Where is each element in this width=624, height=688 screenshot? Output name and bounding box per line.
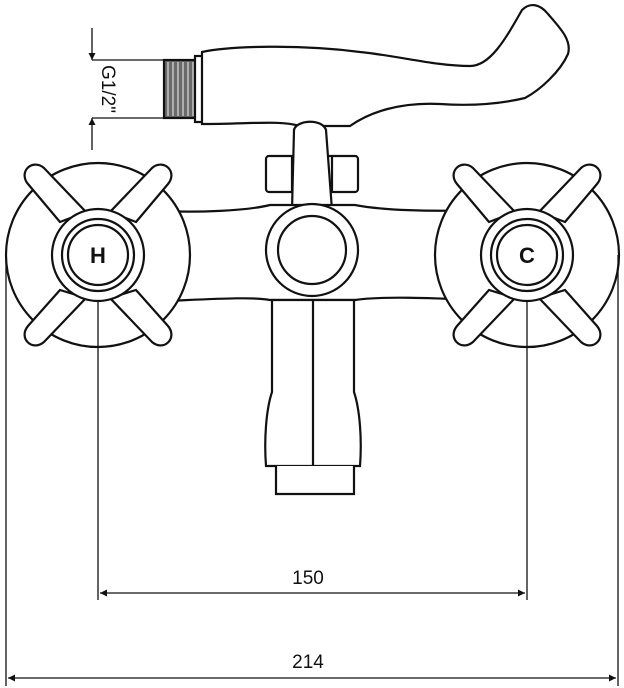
extension-lines — [5, 255, 619, 686]
shower-outlet — [162, 4, 570, 128]
cold-handle-cross — [452, 163, 602, 347]
thread-dimension — [88, 28, 166, 150]
cold-cap — [495, 223, 559, 287]
overall-width-label: 214 — [292, 652, 324, 673]
thread-size-label: G1/2" — [97, 65, 118, 113]
hot-handle-cross — [23, 163, 173, 347]
hot-cap-letter: H — [90, 243, 106, 268]
cold-cap-letter: C — [519, 243, 535, 268]
diverter-lever — [200, 4, 570, 128]
mixer-body — [138, 202, 482, 304]
center-distance-label: 150 — [292, 568, 324, 589]
cold-handle — [433, 161, 621, 349]
hot-cap — [66, 223, 130, 287]
diverter-body — [264, 120, 360, 212]
hot-handle — [4, 161, 192, 349]
spout — [264, 298, 362, 496]
